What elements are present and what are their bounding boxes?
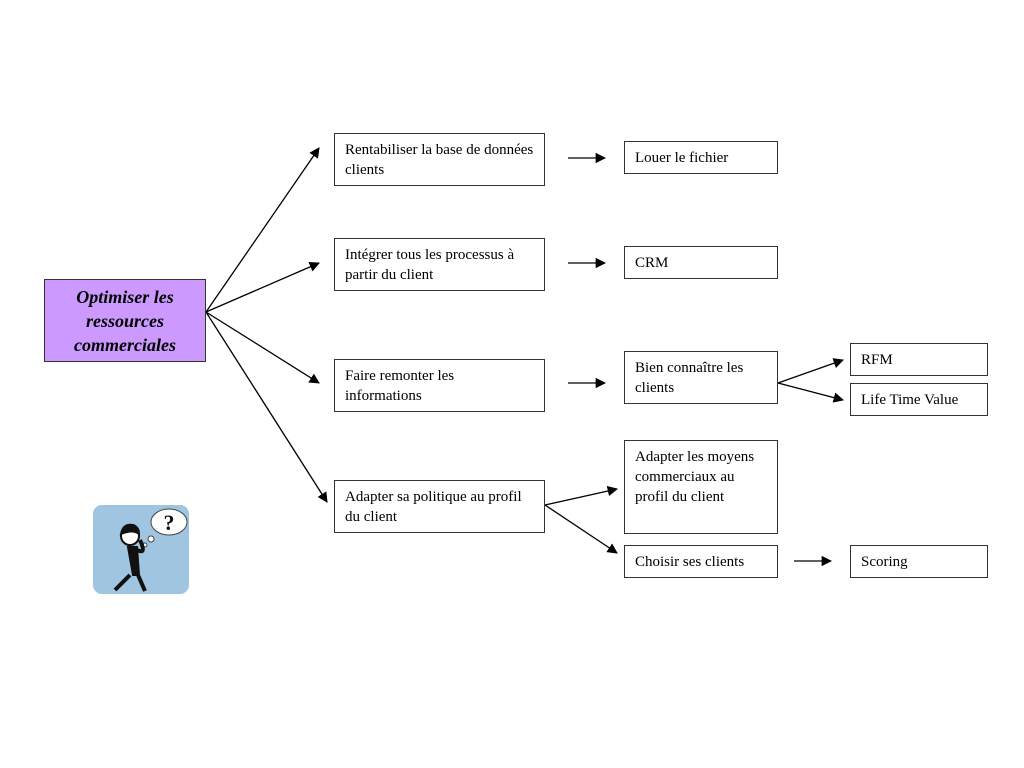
arrow-politique-to-choisir xyxy=(544,504,618,554)
arrow-bien-connaitre-to-rfm xyxy=(777,358,844,384)
node-rfm: RFM xyxy=(850,343,988,376)
node-label: RFM xyxy=(861,352,893,368)
root-node: Optimiser les ressources commerciales xyxy=(44,279,206,362)
node-label: Louer le fichier xyxy=(635,150,729,166)
person-hair xyxy=(119,523,141,537)
node-label: Intégrer tous les processus à partir du … xyxy=(345,247,515,283)
question-mark: ? xyxy=(164,510,175,535)
node-adapter-politique: Adapter sa politique au profil du client xyxy=(334,480,545,533)
node-label: Adapter les moyens commerciaux au profil… xyxy=(635,449,755,505)
person-arm xyxy=(136,539,145,554)
node-label: Adapter sa politique au profil du client xyxy=(345,489,522,525)
node-label: Bien connaître les clients xyxy=(635,360,744,396)
arrow-root-to-adapter-politique xyxy=(205,311,328,503)
node-faire-remonter: Faire remonter les informations xyxy=(334,359,545,412)
node-integrer: Intégrer tous les processus à partir du … xyxy=(334,238,545,291)
node-rentabiliser: Rentabiliser la base de données clients xyxy=(334,133,545,186)
node-bien-connaitre: Bien connaître les clients xyxy=(624,351,778,404)
node-label: Rentabiliser la base de données clients xyxy=(345,142,534,178)
node-label: Scoring xyxy=(861,554,908,570)
arrow-politique-to-adapter-moyens xyxy=(544,485,619,506)
arrow-root-to-faire-remonter xyxy=(205,311,320,384)
arrow-bien-connaitre-to-ltv xyxy=(777,382,845,403)
node-label: Choisir ses clients xyxy=(635,554,745,570)
node-choisir-clients: Choisir ses clients xyxy=(624,545,778,578)
person-legs xyxy=(113,573,147,592)
thought-bubble-small xyxy=(147,535,155,543)
arrow-root-to-rentabiliser xyxy=(205,147,320,313)
node-label: Life Time Value xyxy=(861,392,959,408)
node-adapter-moyens: Adapter les moyens commerciaux au profil… xyxy=(624,440,778,534)
node-label: CRM xyxy=(635,255,669,271)
node-louer-fichier: Louer le fichier xyxy=(624,141,778,174)
node-ltv: Life Time Value xyxy=(850,383,988,416)
arrow-root-to-integrer xyxy=(205,261,320,313)
node-scoring: Scoring xyxy=(850,545,988,578)
root-label: Optimiser les ressources commerciales xyxy=(74,286,176,355)
thought-bubble xyxy=(150,508,188,536)
thinking-person-question-mark-icon: ? xyxy=(93,505,189,594)
node-crm: CRM xyxy=(624,246,778,279)
node-label: Faire remonter les informations xyxy=(345,368,455,404)
